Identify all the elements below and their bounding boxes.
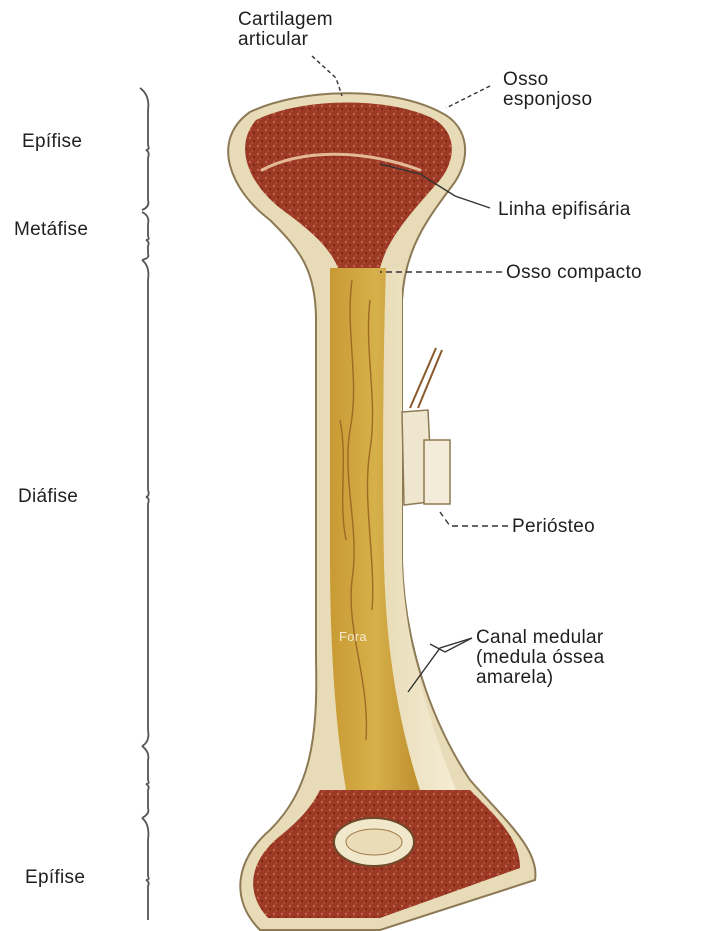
- label-canal-medular-line3: amarela): [476, 668, 605, 688]
- region-brackets: [140, 88, 149, 920]
- label-forame: Fora: [339, 627, 367, 647]
- label-osso-compacto: Osso compacto: [506, 263, 642, 283]
- label-periosteo: Periósteo: [512, 517, 595, 537]
- label-canal-medular-line2: (medula óssea: [476, 648, 605, 668]
- label-epifise-top: Epífise: [22, 132, 82, 152]
- label-osso-esponjoso: Osso esponjoso: [503, 70, 592, 110]
- label-cartilagem-articular: Cartilagem articular: [238, 10, 333, 50]
- label-cartilagem-articular-line1: Cartilagem: [238, 10, 333, 30]
- label-metafise: Metáfise: [14, 220, 88, 240]
- periosteum-tab: [424, 440, 450, 504]
- label-canal-medular: Canal medular (medula óssea amarela): [476, 628, 605, 688]
- label-cartilagem-articular-line2: articular: [238, 30, 333, 50]
- label-osso-esponjoso-line2: esponjoso: [503, 90, 592, 110]
- nutrient-vessel: [410, 348, 442, 408]
- label-osso-esponjoso-line1: Osso: [503, 70, 592, 90]
- label-canal-medular-line1: Canal medular: [476, 628, 605, 648]
- label-epifise-bottom: Epífise: [25, 868, 85, 888]
- label-linha-epifisaria: Linha epifisária: [498, 200, 631, 220]
- spongy-bone-top: [245, 102, 452, 268]
- label-diafise: Diáfise: [18, 487, 78, 507]
